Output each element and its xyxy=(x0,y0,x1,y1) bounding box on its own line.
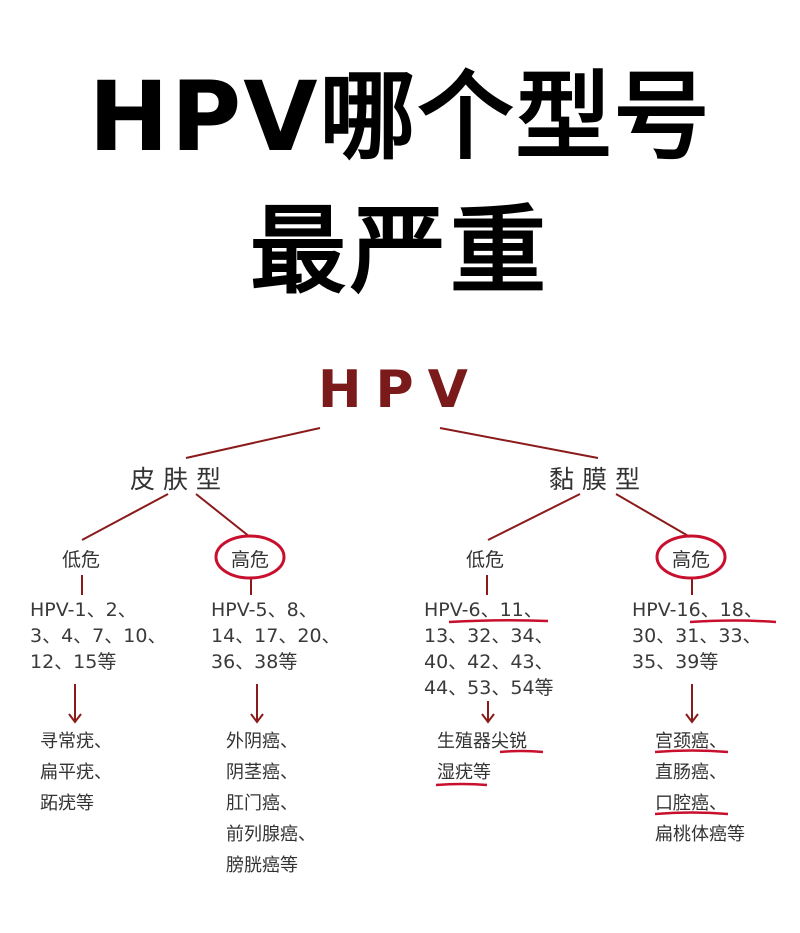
types-skin-high: HPV-5、8、 14、17、20、 36、38等 xyxy=(211,597,341,675)
types-mucosa-low: HPV-6、11、 13、32、34、 40、42、43、 44、53、54等 xyxy=(424,597,554,701)
type-line: 35、39等 xyxy=(632,651,719,673)
type-line: 14、17、20、 xyxy=(211,625,341,647)
category-skin: 皮肤型 xyxy=(130,465,230,494)
type-line: HPV-6、11、 xyxy=(424,599,543,621)
disease-line: 扁平疣、 xyxy=(40,762,112,783)
type-line: 40、42、43、 xyxy=(424,651,554,673)
connector-mucosa-low xyxy=(487,493,581,541)
type-line: 30、31、33、 xyxy=(632,625,762,647)
arrow-skin-low xyxy=(68,684,82,724)
disease-line: 阴茎癌、 xyxy=(226,762,298,783)
arrow-skin-high xyxy=(250,684,264,724)
underline-gongjing xyxy=(654,749,729,754)
risk-skin-low: 低危 xyxy=(62,549,101,571)
disease-line: 扁桃体癌等 xyxy=(655,824,745,845)
highlight-circle-mucosa-high xyxy=(655,534,727,580)
underline-hpv-6-11 xyxy=(448,618,549,624)
arrow-mucosa-high xyxy=(685,684,699,724)
type-line: 36、38等 xyxy=(211,651,298,673)
type-line: HPV-5、8、 xyxy=(211,599,318,621)
connector-mucosa-high xyxy=(615,493,691,538)
types-skin-low: HPV-1、2、 3、4、7、10、 12、15等 xyxy=(30,597,166,675)
diseases-mucosa-high: 宫颈癌、 直肠癌、 口腔癌、 扁桃体癌等 xyxy=(655,726,745,850)
risk-skin-high: 高危 xyxy=(231,549,270,571)
connector-root-skin xyxy=(185,427,321,459)
root-node: HPV xyxy=(318,360,482,420)
connector-root-mucosa xyxy=(439,427,599,459)
type-line: 12、15等 xyxy=(30,651,117,673)
type-line: HPV-16、18、 xyxy=(632,599,763,621)
type-line: 44、53、54等 xyxy=(424,677,554,699)
disease-line: 跖疣等 xyxy=(40,793,94,814)
category-mucosa: 黏膜型 xyxy=(549,465,649,494)
risk-mucosa-high: 高危 xyxy=(672,549,711,571)
disease-line: 膀胱癌等 xyxy=(226,855,298,876)
diseases-skin-low: 寻常疣、 扁平疣、 跖疣等 xyxy=(40,726,112,819)
disease-line: 寻常疣、 xyxy=(40,731,112,752)
disease-line: 生殖器尖锐 xyxy=(437,731,527,752)
disease-line: 外阴癌、 xyxy=(226,731,298,752)
disease-line: 宫颈癌、 xyxy=(655,731,727,752)
highlight-circle-skin-high xyxy=(214,534,286,580)
disease-line: 前列腺癌、 xyxy=(226,824,316,845)
underline-shiyou xyxy=(435,782,488,787)
diseases-skin-high: 外阴癌、 阴茎癌、 肛门癌、 前列腺癌、 膀胱癌等 xyxy=(226,726,316,881)
type-line: 13、32、34、 xyxy=(424,625,554,647)
main-title-line1: HPV哪个型号 xyxy=(88,61,712,173)
types-mucosa-high: HPV-16、18、 30、31、33、 35、39等 xyxy=(632,597,763,675)
disease-line: 口腔癌、 xyxy=(655,793,727,814)
type-line: HPV-1、2、 xyxy=(30,599,137,621)
underline-kouqiang xyxy=(654,811,729,816)
connector-skin-high xyxy=(195,493,251,538)
main-title-line2: 最严重 xyxy=(250,195,550,307)
risk-mucosa-low: 低危 xyxy=(466,549,505,571)
connector-skin-low xyxy=(81,493,169,541)
underline-hpv-16-18 xyxy=(689,619,777,624)
disease-line: 肛门癌、 xyxy=(226,793,298,814)
underline-jianrui xyxy=(499,749,544,754)
diseases-mucosa-low: 生殖器尖锐 湿疣等 xyxy=(437,726,527,788)
type-line: 3、4、7、10、 xyxy=(30,625,167,647)
disease-line: 湿疣等 xyxy=(437,762,491,783)
disease-line: 直肠癌、 xyxy=(655,762,727,783)
arrow-mucosa-low xyxy=(481,701,495,724)
